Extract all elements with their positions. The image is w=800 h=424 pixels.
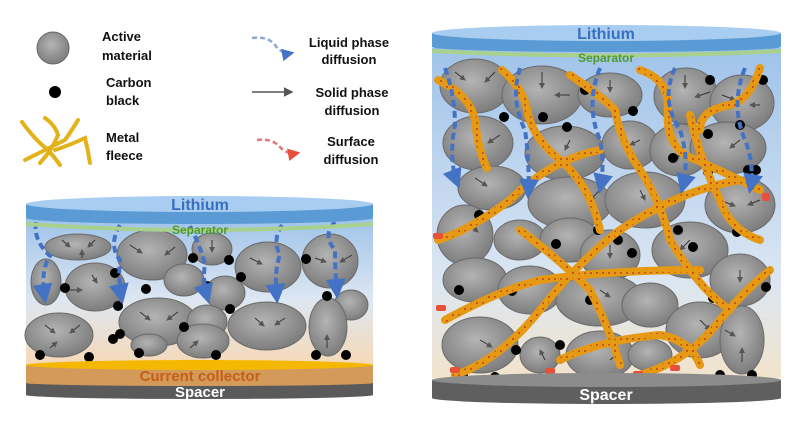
metal-fleece-fibers bbox=[434, 64, 774, 379]
right-cell: Spacer Lithium Separator bbox=[431, 25, 782, 404]
left-particles bbox=[24, 229, 369, 359]
left-solid-diffusion-arrows bbox=[44, 239, 353, 349]
spacer-label: Spacer bbox=[579, 387, 632, 404]
legend-label: diffusion bbox=[325, 103, 380, 118]
separator-layer: Separator bbox=[25, 222, 374, 237]
legend-label: diffusion bbox=[322, 52, 377, 67]
spacer-plate: Spacer bbox=[432, 373, 781, 404]
liquid-diffusion-arrow-icon bbox=[251, 36, 295, 62]
spacer-plate: Spacer bbox=[26, 383, 373, 401]
legend-label: diffusion bbox=[324, 152, 379, 167]
spacer-label: Spacer bbox=[175, 384, 225, 401]
legend-label: fleece bbox=[106, 148, 143, 163]
legend-carbon-black: Carbon black bbox=[49, 75, 152, 108]
lithium-plate: Lithium bbox=[432, 25, 781, 52]
legend-liquid-phase: Liquid phase diffusion bbox=[251, 35, 389, 67]
legend-label: Carbon bbox=[106, 75, 152, 90]
legend-metal-fleece: Metal fleece bbox=[20, 116, 143, 167]
current-collector: Current collector bbox=[26, 360, 373, 386]
legend-label: Solid phase bbox=[316, 85, 389, 100]
legend-label: Surface bbox=[327, 134, 375, 149]
separator-label: Separator bbox=[172, 223, 228, 237]
separator-label: Separator bbox=[578, 51, 634, 65]
lithium-plate: Lithium bbox=[26, 196, 373, 224]
right-liquid-diffusion-arrows bbox=[442, 67, 763, 199]
legend-label: Metal bbox=[106, 130, 139, 145]
collector-label: Current collector bbox=[140, 368, 261, 385]
legend-label: Active bbox=[102, 29, 141, 44]
legend: Active material Carbon black Metal fleec… bbox=[20, 29, 389, 167]
legend-surface: Surface diffusion bbox=[256, 134, 379, 167]
surface-diffusion-arrow-icon bbox=[256, 138, 301, 161]
right-solid-diffusion-arrows bbox=[454, 71, 761, 362]
legend-label: Liquid phase bbox=[309, 35, 389, 50]
active-material-icon bbox=[36, 31, 70, 65]
left-carbon-black bbox=[35, 253, 351, 362]
lithium-label: Lithium bbox=[171, 197, 229, 214]
legend-active-material: Active material bbox=[36, 29, 152, 65]
left-liquid-diffusion-arrows bbox=[32, 220, 346, 304]
legend-solid-phase: Solid phase diffusion bbox=[252, 85, 388, 118]
metal-fleece-icon bbox=[20, 116, 92, 167]
left-cell: Spacer Current collector Lithium Separat… bbox=[24, 196, 374, 401]
carbon-black-icon bbox=[49, 86, 61, 98]
legend-label: material bbox=[102, 48, 152, 63]
lithium-label: Lithium bbox=[577, 26, 635, 43]
separator-layer: Separator bbox=[431, 49, 782, 65]
legend-label: black bbox=[106, 93, 140, 108]
